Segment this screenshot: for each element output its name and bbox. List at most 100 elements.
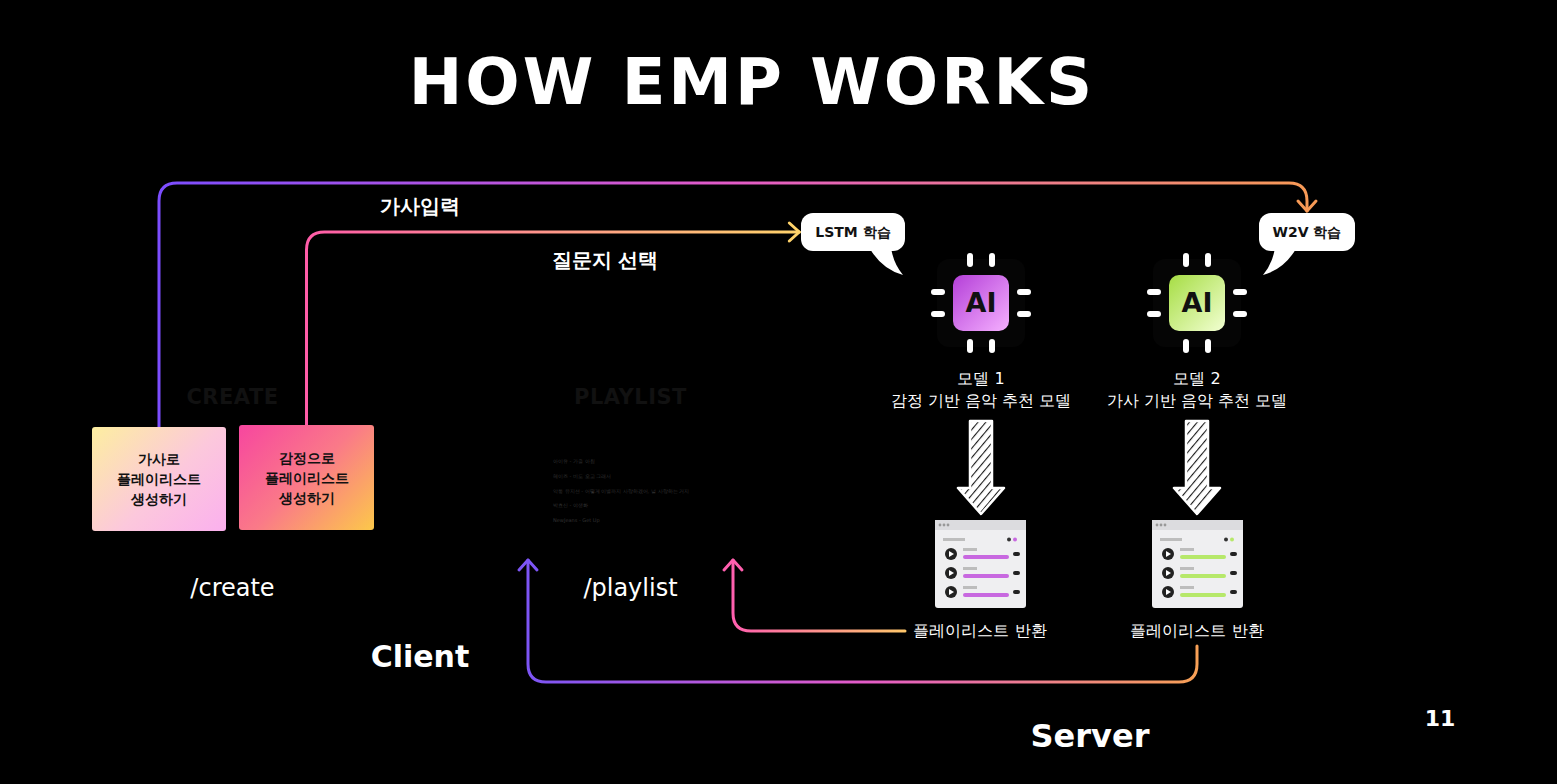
- icon-play-triangle: [949, 570, 954, 576]
- chip-pin: [967, 253, 973, 267]
- album-swatch: [649, 418, 677, 446]
- chip-pin: [989, 253, 995, 267]
- window-dot: [481, 343, 493, 355]
- server-slot: [1225, 642, 1259, 665]
- row-divider: [553, 483, 709, 484]
- window-frame: [444, 334, 817, 558]
- connector-line: [528, 560, 1197, 682]
- connector: [1174, 421, 1220, 514]
- icon-heading: [943, 538, 965, 541]
- callout-tail: [869, 247, 901, 277]
- arrowhead: [724, 560, 742, 570]
- icon-pill: [1013, 590, 1020, 594]
- icon-play-triangle: [1166, 589, 1171, 595]
- chip-pin: [1205, 253, 1211, 267]
- icon-frame: [1152, 520, 1243, 608]
- server-groove: [872, 338, 1310, 364]
- chip-pin: [967, 339, 973, 353]
- playlist-window: PLAYLIST/playlist: [444, 334, 817, 558]
- chip-body: [1153, 259, 1241, 347]
- chip-core: [1169, 275, 1225, 331]
- icon-play-triangle: [1166, 551, 1171, 557]
- server-groove: [872, 668, 1310, 694]
- callout-bubble: LSTM 학습: [801, 213, 904, 251]
- icon-pill: [1230, 552, 1237, 556]
- chip-pin: [1233, 311, 1247, 317]
- album-swatch: [553, 418, 581, 446]
- play-icon: [702, 474, 705, 478]
- model-name: 모델 2: [1173, 368, 1220, 390]
- icon-pill: [1013, 552, 1020, 556]
- title: HOW EMP WORKS: [409, 46, 1095, 118]
- play-button: [699, 472, 707, 480]
- row-divider: [553, 498, 709, 499]
- play-icon: [702, 518, 705, 522]
- icon-text-line: [1180, 567, 1194, 570]
- callout-bubble: W2V 학습: [1259, 213, 1356, 251]
- icon-text-line: [963, 567, 977, 570]
- icon-dot: [942, 524, 945, 527]
- connector-line: [159, 183, 1307, 427]
- icon-bar: [1180, 555, 1226, 559]
- ai-model: AI모델 1감정 기반 음악 추천 모델: [874, 253, 1088, 415]
- icon-titlebar: [1152, 520, 1243, 530]
- playlist-icon: [935, 520, 1026, 608]
- playlist-thumbnail: [444, 334, 817, 558]
- play-button: [699, 501, 707, 509]
- play-button: [699, 457, 707, 465]
- chip-pin: [931, 289, 945, 295]
- page-number: 11: [1425, 706, 1456, 732]
- button-label: 가사로 플레이리스트 생성하기: [109, 449, 209, 509]
- icon-text-line: [1180, 548, 1194, 551]
- window-titlebar: [46, 334, 419, 364]
- callout-tail-shape: [869, 247, 903, 275]
- create-window: CREATE/create가사로 플레이리스트 생성하기감정으로 플레이리스트 …: [46, 334, 419, 558]
- playlist-result: 플레이리스트 반환: [907, 520, 1053, 644]
- emotion-button: 감정으로 플레이리스트 생성하기: [239, 425, 374, 530]
- icon-dot: [1155, 524, 1158, 527]
- model-description: 감정 기반 음악 추천 모델: [891, 390, 1071, 412]
- album-swatch: [617, 418, 645, 446]
- connector: [159, 183, 1316, 427]
- icon-pill: [1013, 571, 1020, 575]
- route-label: /playlist: [583, 573, 677, 603]
- icon-play: [945, 548, 957, 560]
- chip-pin: [1183, 339, 1189, 353]
- arrowhead: [789, 223, 799, 241]
- arrowhead: [1298, 201, 1316, 211]
- chip-pin: [1017, 289, 1031, 295]
- connector: [958, 421, 1004, 514]
- region-label: Server: [1031, 717, 1150, 755]
- result-label: 플레이리스트 반환: [1130, 620, 1263, 642]
- lyrics-button: 가사로 플레이리스트 생성하기: [92, 427, 226, 531]
- icon-frame: [935, 520, 1026, 608]
- server-groove: [872, 448, 1310, 474]
- result-label: 플레이리스트 반환: [913, 620, 1046, 642]
- song-row: NewJeans - Get Up: [553, 517, 600, 523]
- icon-dot: [938, 524, 941, 527]
- chip-pin: [1183, 253, 1189, 267]
- edge-label: 가사입력: [380, 193, 460, 219]
- chip-core: [953, 275, 1009, 331]
- icon-text-line: [963, 548, 977, 551]
- icon-bar: [1180, 574, 1226, 578]
- icon-play-triangle: [949, 589, 954, 595]
- row-divider: [553, 468, 709, 469]
- icon-dot: [1013, 538, 1017, 542]
- icon-dot: [1224, 538, 1228, 542]
- chip-pin: [1147, 311, 1161, 317]
- play-icon: [702, 459, 705, 463]
- window-dot: [104, 343, 116, 355]
- block-arrow: [958, 421, 1004, 514]
- block-arrow: [1174, 421, 1220, 514]
- icon-pill: [1230, 590, 1237, 594]
- server-groove: [872, 228, 1310, 254]
- icon-titlebar: [935, 520, 1026, 530]
- connector-line: [307, 232, 800, 425]
- server-groove: [872, 118, 1310, 144]
- window-dot: [502, 343, 514, 355]
- connector: [519, 560, 1197, 682]
- album-swatch: [585, 418, 613, 446]
- model-description: 가사 기반 음악 추천 모델: [1107, 390, 1287, 412]
- icon-play: [1162, 586, 1174, 598]
